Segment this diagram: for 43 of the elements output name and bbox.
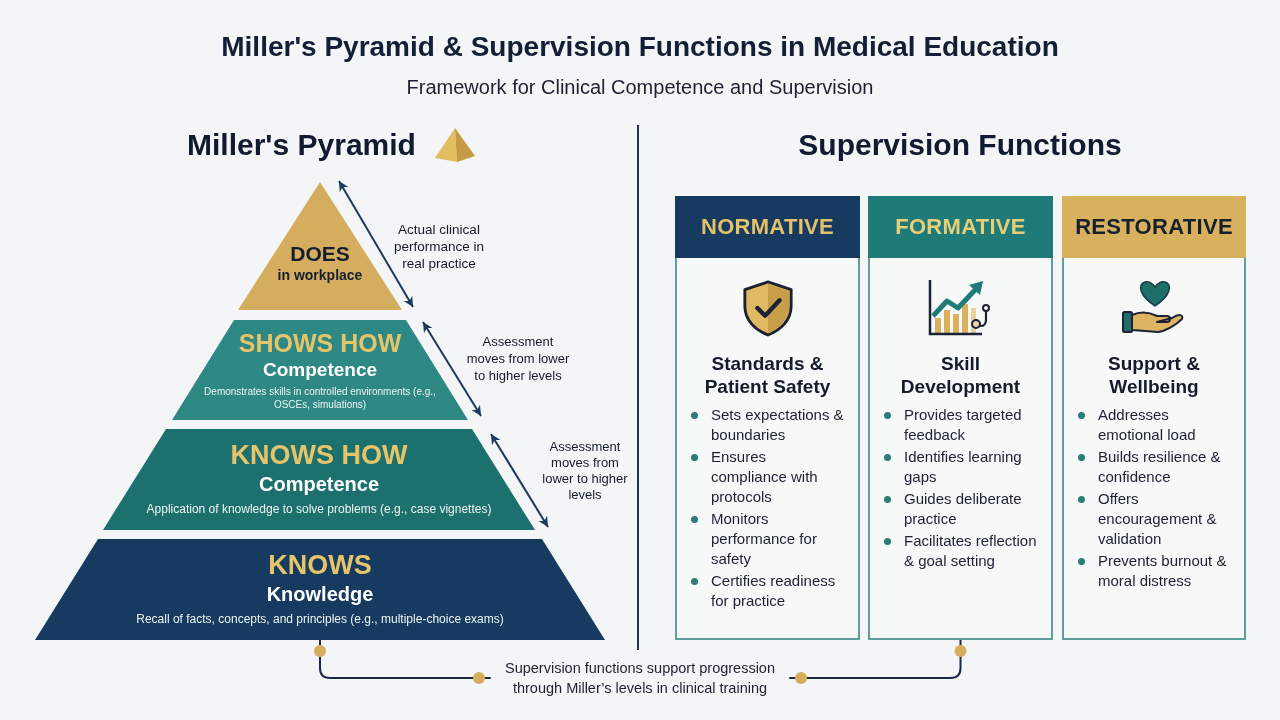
- bullet-text: Facilitates reflection & goal setting: [904, 531, 1038, 571]
- bullet-text: Monitors performance for safety: [711, 509, 818, 569]
- subtitle: Framework for Clinical Competence and Supervision: [406, 75, 874, 100]
- function-card: [868, 196, 1053, 640]
- level-description: Recall of facts, concepts, and principles (e.g., multiple-choice exams): [136, 611, 504, 627]
- card-subtitle: Support & Wellbeing: [1107, 352, 1201, 398]
- bullet-text: Ensures compliance with protocols: [711, 447, 819, 507]
- level-title: SHOWS HOW: [238, 328, 402, 358]
- caption-text: Supervision functions support progression through Miller’s levels in clinical training: [490, 658, 790, 698]
- connector-line: [789, 639, 967, 684]
- bullet-text: Offers encouragement & validation: [1098, 489, 1218, 549]
- connector-line: [314, 639, 491, 684]
- card-subtitle: Standards & Patient Safety: [703, 352, 832, 398]
- bullet-text: Provides targeted feedback: [904, 405, 1023, 445]
- bullet-text: Identifies learning gaps: [904, 447, 1023, 487]
- bullet-text: Prevents burnout & moral distress: [1098, 551, 1228, 591]
- level-title: DOES: [290, 242, 350, 266]
- bullet-text: Addresses emotional load: [1098, 405, 1197, 445]
- level-subtitle: Knowledge: [266, 582, 374, 607]
- card-subtitle: Skill Development: [899, 352, 1022, 398]
- bullet-text: Guides deliberate practice: [904, 489, 1023, 529]
- level-subtitle: in workplace: [277, 266, 363, 284]
- bullet-text: Builds resilience & confidence: [1098, 447, 1222, 487]
- level-title: KNOWS: [268, 549, 372, 581]
- level-description: Application of knowledge to solve problems (e.g., case vignettes): [146, 501, 492, 517]
- card-header: NORMATIVE: [675, 196, 860, 258]
- level-title: KNOWS HOW: [230, 439, 408, 471]
- section-heading: Supervision Functions: [798, 127, 1122, 163]
- card-header: RESTORATIVE: [1062, 196, 1246, 258]
- level-description: Demonstrates skills in controlled environments (e.g., OSCEs, simulations): [203, 385, 437, 411]
- annotation-text: Assessment moves from lower to higher levels: [465, 333, 571, 384]
- pyramid-tier: [35, 539, 605, 640]
- title: Miller's Pyramid & Supervision Functions in Medical Education: [221, 30, 1059, 64]
- section-heading: Miller's Pyramid: [187, 127, 416, 163]
- bullet-text: Sets expectations & boundaries: [711, 405, 845, 445]
- function-card: [1062, 196, 1246, 640]
- annotation-text: Assessment moves from lower to higher levels: [541, 439, 629, 503]
- card-header: FORMATIVE: [868, 196, 1053, 258]
- annotation-text: Actual clinical performance in real practice: [392, 221, 485, 272]
- level-subtitle: Competence: [263, 358, 377, 382]
- level-subtitle: Competence: [259, 472, 379, 497]
- bullet-text: Certifies readiness for practice: [711, 571, 837, 611]
- function-card: [675, 196, 860, 640]
